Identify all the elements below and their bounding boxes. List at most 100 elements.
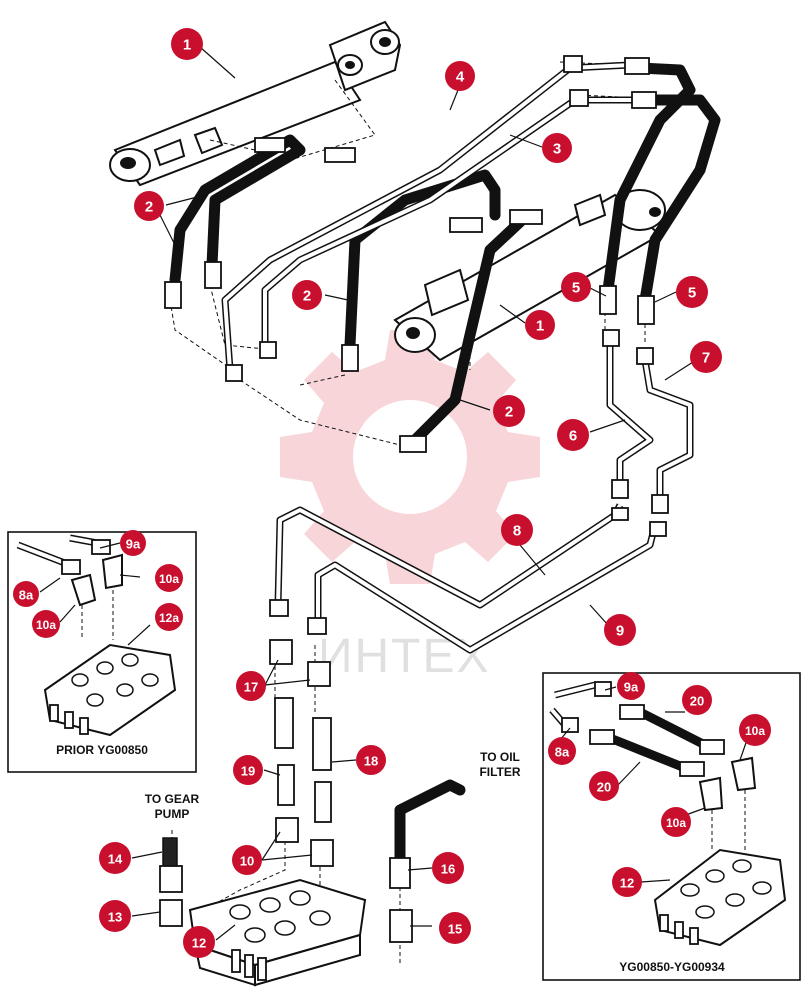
callout-circle [542, 133, 572, 163]
callout-circle [134, 191, 164, 221]
callout-circle [589, 771, 619, 801]
callout-label: 18 [364, 754, 378, 769]
callout-label: 17 [244, 680, 258, 695]
callout-circle [171, 28, 203, 60]
callout-12a: 12a [155, 603, 183, 631]
callout-10a-l2: 10a [32, 610, 60, 638]
callout-1b: 1 [525, 310, 555, 340]
inset-left-caption: PRIOR YG00850 [56, 743, 148, 757]
hose-16 [394, 779, 466, 866]
callout-label: 10a [745, 724, 765, 738]
callout-10: 10 [232, 845, 262, 875]
callout-19: 19 [233, 755, 263, 785]
callout-circle [292, 280, 322, 310]
hydraulic-hoses [169, 62, 721, 866]
callout-label: 10 [240, 854, 254, 869]
callout-label: 12a [159, 611, 179, 625]
callout-label: 2 [303, 288, 311, 305]
callout-circle [439, 912, 471, 944]
watermark-gear-logo [280, 330, 540, 584]
callout-7: 7 [690, 341, 722, 373]
callout-circle [617, 672, 645, 700]
callout-circle [155, 564, 183, 592]
hose-2c [404, 216, 526, 451]
callout-label: 7 [702, 350, 710, 367]
callout-circle [690, 341, 722, 373]
callout-16: 16 [432, 852, 464, 884]
callout-3: 3 [542, 133, 572, 163]
to-gear-pump-line1: TO GEAR [145, 792, 200, 806]
callout-circle [236, 671, 266, 701]
callout-5a: 5 [561, 272, 591, 302]
callout-10a-l1: 10a [155, 564, 183, 592]
callout-label: 9a [126, 537, 141, 552]
hose-2a [169, 134, 306, 286]
callout-label: 20 [597, 780, 611, 795]
callout-12-r: 12 [612, 867, 642, 897]
callout-label: 4 [456, 69, 465, 86]
callout-12: 12 [183, 926, 215, 958]
callout-circle [739, 714, 771, 746]
callout-label: 19 [241, 764, 255, 779]
callout-6: 6 [557, 419, 589, 451]
callout-9a-r: 9a [617, 672, 645, 700]
callout-circle [356, 745, 386, 775]
callout-15: 15 [439, 912, 471, 944]
watermark: ИНТЕХ [280, 330, 540, 683]
leader-lines [39, 46, 749, 941]
callout-label: 3 [553, 141, 561, 158]
callout-circle [604, 614, 636, 646]
callout-circle [432, 852, 464, 884]
callout-label: 10a [666, 816, 686, 830]
callout-label: 12 [192, 936, 206, 951]
callout-9a: 9a [120, 530, 146, 556]
callout-circle [676, 276, 708, 308]
callout-5b: 5 [676, 276, 708, 308]
callout-circle [120, 530, 146, 556]
callout-2a: 2 [134, 191, 164, 221]
callout-label: 10a [36, 618, 56, 632]
callout-label: 2 [145, 199, 153, 216]
callout-circle [183, 926, 215, 958]
hydraulic-cylinder-top [109, 20, 402, 187]
callout-20a: 20 [682, 685, 712, 715]
callout-label: 8a [555, 745, 570, 760]
callout-10a-r2: 10a [661, 807, 691, 837]
callout-label: 13 [108, 910, 122, 925]
callout-circle [13, 581, 39, 607]
callout-label: 15 [448, 922, 462, 937]
steel-tubes [221, 61, 694, 654]
callout-circle [232, 845, 262, 875]
callout-label: 1 [183, 37, 191, 54]
fittings [159, 55, 669, 943]
callout-2c: 2 [493, 395, 525, 427]
callout-circle [557, 419, 589, 451]
inset-right-caption: YG00850-YG00934 [619, 960, 725, 974]
callout-label: 8 [513, 523, 521, 540]
callout-circle [501, 514, 533, 546]
control-valve-main [188, 878, 367, 987]
callout-8: 8 [501, 514, 533, 546]
callout-circle [561, 272, 591, 302]
to-oil-filter-line2: FILTER [479, 765, 520, 779]
inset-prior-yg00850: PRIOR YG00850 [7, 531, 197, 773]
callout-label: 8a [19, 588, 34, 603]
callout-circle [99, 842, 131, 874]
callout-label: 5 [688, 285, 696, 302]
direction-labels: TO GEAR PUMP TO OIL FILTER [145, 750, 521, 821]
callout-8a-l: 8a [13, 581, 39, 607]
callout-label: 6 [569, 428, 577, 445]
callout-9: 9 [604, 614, 636, 646]
callout-18: 18 [356, 745, 386, 775]
callout-13: 13 [99, 900, 131, 932]
to-gear-pump-line2: PUMP [155, 807, 190, 821]
callout-1a: 1 [171, 28, 203, 60]
callout-20b: 20 [589, 771, 619, 801]
callout-label: 5 [572, 280, 580, 297]
callout-circle [445, 61, 475, 91]
callout-label: 10a [159, 572, 179, 586]
callout-label: 2 [505, 404, 513, 421]
callout-circle [682, 685, 712, 715]
callout-label: 1 [536, 318, 544, 335]
